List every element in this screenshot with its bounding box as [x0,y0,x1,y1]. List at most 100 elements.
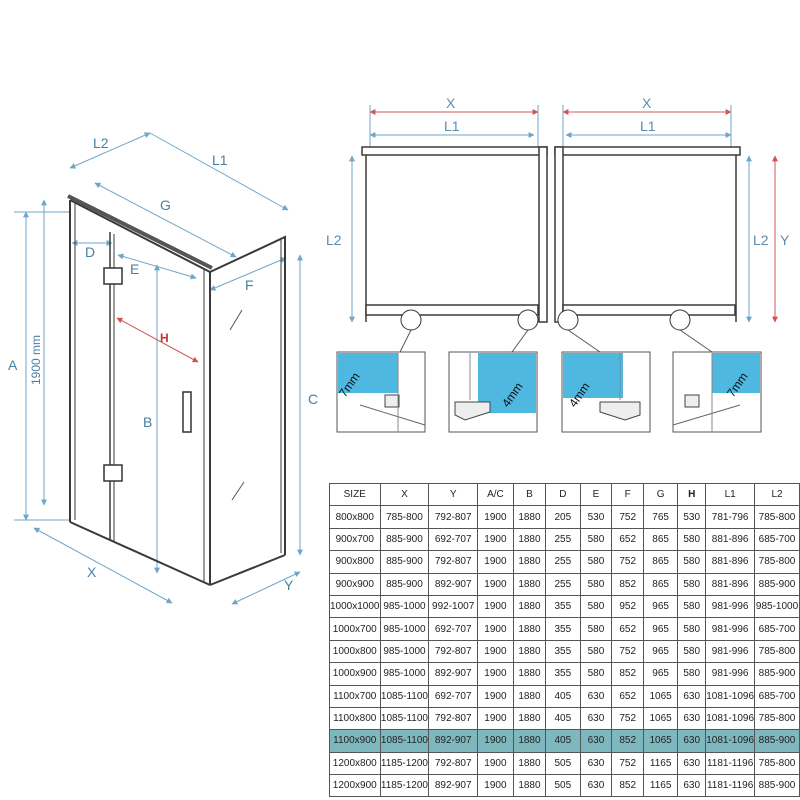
table-cell: 981-996 [705,594,756,619]
column-header: H [677,482,707,507]
table-cell: 1081-1096 [705,706,756,731]
column-header: E [579,482,613,507]
table-cell: 530 [579,505,613,529]
column-header: A/C [476,482,514,507]
label-h: H [160,331,169,345]
table-cell: 580 [677,594,707,619]
label-f: F [245,277,254,293]
table-cell: 1880 [512,527,547,552]
label-y: Y [780,232,790,248]
h-dimension-line [116,317,199,363]
column-header: B [512,482,547,507]
detail-marker [400,309,422,331]
table-cell: 355 [545,639,581,664]
table-cell: 1900 [476,751,514,776]
table-cell: 1000x900 [329,662,381,686]
column-header: L2 [754,482,800,507]
table-cell: 1065 [643,706,679,731]
f-dimension-line [209,257,287,291]
glass-reflection [229,309,243,331]
table-cell: 852 [611,729,645,753]
table-cell: 1880 [512,706,547,731]
label-l2: L2 [753,232,769,248]
table-cell: 1900 [476,594,514,619]
label-x: X [87,564,97,580]
detail-connector [679,329,713,353]
table-cell: 1165 [643,751,679,776]
table-cell: 900x700 [329,527,381,552]
label-y: Y [284,577,294,593]
table-cell: 1900 [476,505,514,529]
table-cell: 405 [545,684,581,708]
table-cell: 1100x800 [329,706,381,731]
wall-side [554,146,564,323]
column-header: SIZE [329,482,381,507]
table-cell: 892-907 [428,572,478,596]
table-cell: 685-700 [754,684,800,708]
table-cell: 1900 [476,639,514,664]
table-cell: 885-900 [754,572,800,596]
table-cell: 1880 [512,684,547,708]
label-g: G [160,197,171,213]
l2-dimension-line [69,132,151,169]
table-cell: 881-896 [705,550,756,574]
table-cell: 985-1000 [379,662,430,686]
wall-side [538,146,548,323]
table-cell: 1085-1100 [379,684,430,708]
table-cell: 355 [545,594,581,619]
table-cell: 1880 [512,550,547,574]
table-cell: 652 [611,527,645,552]
table-cell: 1900 [476,706,514,731]
table-cell: 1200x800 [329,751,381,776]
label-l2: L2 [326,232,342,248]
column-header: G [643,482,679,507]
table-cell: 630 [677,774,707,798]
label-l1: L1 [212,152,228,168]
table-cell: 580 [579,639,613,664]
table-cell: 580 [677,617,707,641]
table-cell: 405 [545,706,581,731]
table-cell: 885-900 [379,572,430,596]
table-cell: 692-707 [428,617,478,641]
wall-top [554,146,741,156]
table-cell: 885-900 [754,729,800,753]
detail-marker [557,309,579,331]
table-cell: 981-996 [705,617,756,641]
table-cell: 255 [545,527,581,552]
table-cell: 1900 [476,662,514,686]
y-dimension-line [231,571,301,605]
table-cell: 885-900 [754,774,800,798]
table-cell: 1181-1196 [705,774,756,798]
table-cell: 505 [545,751,581,776]
table-cell: 881-896 [705,572,756,596]
table-cell: 785-800 [754,505,800,529]
table-cell: 580 [579,617,613,641]
table-cell: 1085-1100 [379,729,430,753]
table-cell: 752 [611,706,645,731]
table-cell: 1880 [512,639,547,664]
label-d: D [85,244,95,260]
table-cell: 981-996 [705,662,756,686]
table-cell: 1000x700 [329,617,381,641]
table-cell: 781-796 [705,505,756,529]
table-cell: 965 [643,594,679,619]
detail-marker [517,309,539,331]
detail-connector [511,329,529,353]
table-cell: 505 [545,774,581,798]
table-cell: 1880 [512,774,547,798]
table-cell: 580 [579,662,613,686]
table-cell: 692-707 [428,527,478,552]
table-cell: 792-807 [428,706,478,731]
perspective-view: L2 L1 G D E F A 1900 mm H B C X Y [8,132,318,605]
table-cell: 580 [579,572,613,596]
label-b: B [143,414,152,430]
table-cell: 752 [611,751,645,776]
table-cell: 1900 [476,774,514,798]
table-cell: 1880 [512,751,547,776]
label-c: C [308,391,318,407]
table-cell: 692-707 [428,684,478,708]
